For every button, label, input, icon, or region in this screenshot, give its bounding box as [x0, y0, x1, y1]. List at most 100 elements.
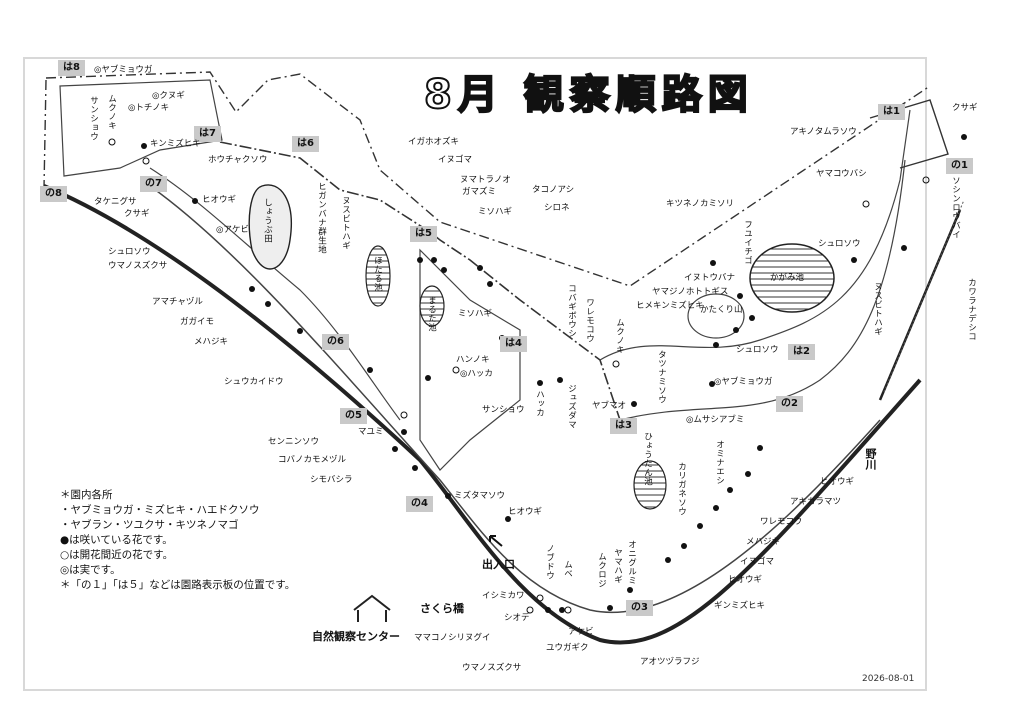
label-hiougi-se: ヒオウギ [820, 477, 855, 487]
page-title: 8月 観察順路図 [423, 71, 754, 119]
label-ominaeshi: オミナエシ [714, 440, 725, 485]
label-hannoki: ハンノキ [456, 355, 490, 365]
label-hakka: ハッカ [534, 390, 545, 417]
label-sanshou-c: サンショウ [482, 405, 525, 415]
label-kusagi-w: クサギ [124, 209, 150, 219]
label-yamahagi: ヤマハギ [612, 548, 623, 584]
label-yuugagiku: ユウガギク [546, 643, 589, 653]
south-road [43, 184, 922, 645]
label-nusubitohagi-c: ヌスビトハギ [340, 196, 351, 250]
board-no4: の4 [406, 496, 433, 512]
label-yamakoubashi: ヤマコウバシ [816, 169, 867, 179]
central-trail [219, 141, 621, 421]
label-mehajiki-w: メハジキ [194, 337, 229, 347]
label-kinmizuhiki: キンミズヒキ [150, 139, 201, 149]
legend-line1: ・ヤブミョウガ・ミズヒキ・ハエドクソウ [60, 504, 260, 516]
label-aotsuzurafuji: アオツヅラフジ [640, 657, 700, 667]
label-nobudou: ノブドウ [544, 544, 555, 580]
bloom-markers [141, 134, 967, 613]
park-boundary-west [43, 79, 47, 189]
entrance-label: 出入口 [482, 558, 515, 571]
katakuri-hill [687, 293, 745, 339]
shoubuda-field [248, 184, 292, 270]
label-misohagi-c: ミソハギ [478, 207, 513, 217]
label-mamakonoshirinugui: ママコノシリヌグイ [414, 633, 491, 643]
label-igahoozuki: イガホオズキ [408, 137, 460, 147]
label-akikaramatsu: アキカラマツ [790, 497, 842, 507]
legend-bloom: ●は咲いている花です。 [60, 534, 173, 546]
board-ha4: は4 [500, 336, 527, 352]
label-kusagi-ne: クサギ [952, 103, 978, 113]
hyoutan-pond [633, 460, 667, 510]
south-road-inner [149, 185, 881, 613]
board-ha5: は5 [410, 226, 437, 242]
pond-hyoutan: ひょうたん池 [642, 432, 653, 486]
west-trail [149, 167, 401, 421]
east-trail-2 [619, 159, 906, 421]
label-amachazuru: アマチャヅル [152, 297, 203, 307]
river-bank-hatch [883, 199, 965, 393]
legend: ＊園内各所 ・ヤブミョウガ・ミズヒキ・ハエドクソウ ・ヤブラン・ツユクサ・キツネ… [60, 488, 295, 593]
label-hiougi-entrance: ヒオウギ [508, 507, 543, 517]
label-akebi-s: アケビ [568, 627, 594, 637]
nature-center-label: 自然観察センター [312, 630, 400, 643]
label-mukunoki-nw: ムクノキ [106, 94, 117, 130]
label-mukuroji: ムクロジ [596, 552, 607, 588]
board-ha2: は2 [788, 344, 815, 360]
label-misohagi-c2: ミソハギ [458, 309, 493, 319]
label-hiougi-se2: ヒオウギ [728, 575, 763, 585]
label-mukunoki-c: ムクノキ [614, 318, 625, 354]
legend-line2: ・ヤブラン・ツユクサ・キツネノマゴ [60, 519, 239, 531]
label-tochinoki: ◎トチノキ [128, 103, 170, 113]
legend-soon: ○は開花間近の花です。 [60, 549, 174, 561]
marutake-pond [419, 285, 445, 327]
east-trail [599, 109, 911, 361]
legend-note: ＊「の１」「は５」などは園路表示板の位置です。 [60, 579, 296, 591]
label-umanosuzukusa-s: ウマノスズクサ [462, 663, 522, 673]
board-no6: の6 [322, 334, 349, 350]
label-juzudama: ジュズダマ [566, 384, 577, 429]
label-shirone: シロネ [544, 203, 570, 213]
label-yabumyouga-nw: ◎ヤブミョウガ [94, 65, 153, 75]
entrance-arrow-icon [489, 535, 503, 547]
board-no3: の3 [626, 600, 653, 616]
date-stamp: 2026-08-01 [862, 674, 915, 684]
board-no5: の5 [340, 408, 367, 424]
label-tatsunamisou: タツナミソウ [656, 350, 667, 404]
park-boundary [45, 71, 931, 287]
inner-loop [419, 248, 521, 471]
label-gamazumi: ガマズミ [462, 187, 497, 197]
label-sanshou-nw: サンショウ [88, 96, 99, 141]
label-shurosou-e: シュロソウ [736, 345, 779, 355]
label-shurosou-ne: シュロソウ [818, 239, 861, 249]
pond-hotaru: ほたる池 [372, 256, 383, 292]
board-ha1: は1 [878, 104, 905, 120]
board-no2: の2 [776, 396, 803, 412]
label-houchakusou: ホウチャクソウ [208, 155, 268, 165]
label-onigurumi: オニグルミ [626, 540, 637, 585]
board-ha6: は6 [292, 136, 319, 152]
nw-trail [59, 79, 223, 177]
label-inutoubana: イヌトウバナ [684, 273, 736, 283]
label-nusubitohagi-e: ヌスビトハギ [872, 282, 883, 336]
label-fuyuichigo: フユイチゴ [742, 220, 753, 265]
label-kitsunenokamisori: キツネノカミソリ [666, 199, 735, 209]
label-kobanokamomezuru: コバノカモメヅル [278, 455, 347, 465]
hotaru-pond [365, 245, 391, 307]
board-ha3: は3 [610, 418, 637, 434]
label-yabumao: ヤブマオ [592, 401, 627, 411]
board-ha7: は7 [194, 126, 221, 142]
legend-fruit: ◎は実です。 [60, 564, 121, 576]
label-hakka-fruit: ◎ハッカ [460, 369, 493, 379]
sheet-frame [23, 57, 927, 691]
kagami-pond [749, 243, 835, 313]
label-mube: ムベ [562, 560, 573, 578]
label-senninsou: センニンソウ [268, 437, 320, 447]
label-musashiabumi: ◎ムサシアブミ [686, 415, 745, 425]
board-no7: の7 [140, 176, 167, 192]
label-mayumi: マユミ [358, 427, 384, 437]
label-yabumyouga-e: ◎ヤブミョウガ [714, 377, 773, 387]
legend-heading: ＊園内各所 [60, 489, 113, 501]
label-higanbana: ヒガンバナ群生地 [316, 182, 327, 254]
